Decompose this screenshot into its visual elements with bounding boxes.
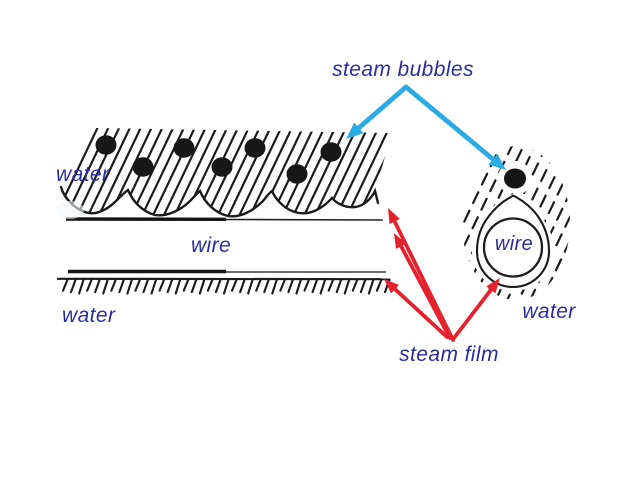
right-diagram [462,146,571,300]
water-right-label: water [522,300,576,323]
round-wire-circle [482,217,544,278]
lower-left-diagram [56,269,391,295]
steam-film-arrows [384,208,500,342]
steam-film-arrow-upper-long [388,208,455,342]
water-upper-left-label: water [56,163,110,186]
water-lower-left-label: water [62,304,116,327]
steam-bubbles-group [95,135,342,184]
steam-film-arrow-upper-short [394,233,452,340]
steam-bubbles-arrow-right [403,84,506,170]
wire-round-label: wire [494,233,534,255]
steam-bubbles-label: steam bubbles [332,58,474,81]
wavy-water-boundary [59,185,380,218]
right-steam-bubble-dot [504,168,526,189]
steam-film-label: steam film [399,343,499,366]
flat-wire-top-line-thin [225,218,384,221]
steam-film-arrow-round-wire [452,278,500,340]
steam-film-arrow-lower-left [384,279,449,339]
lower-water-hatching [61,278,391,295]
steam-bubbles-arrow-left [346,84,409,139]
scan-smudge [56,201,84,219]
wire-flat-label: wire [190,234,232,257]
steam-bubbles-arrows [346,84,506,170]
